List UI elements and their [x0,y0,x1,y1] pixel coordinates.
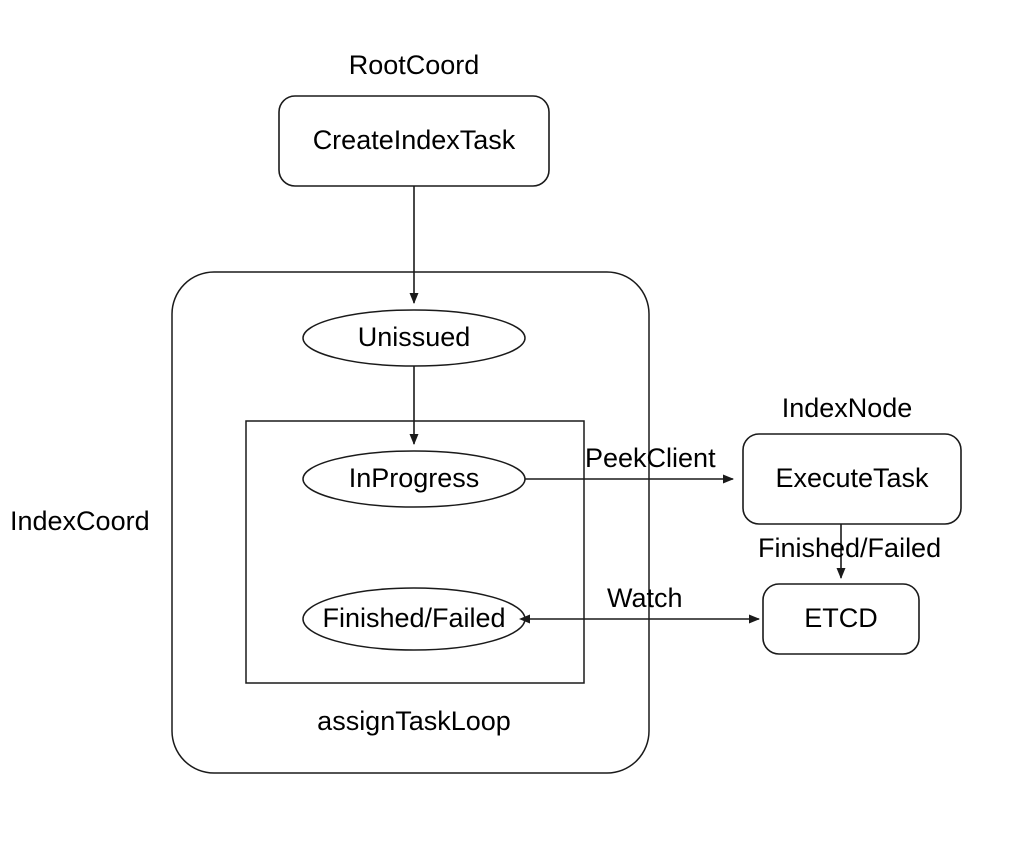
container-assigntaskloop [245,420,585,684]
executetask-box[interactable] [742,433,962,525]
inprogress-label: InProgress [349,463,480,493]
node-createindextask[interactable]: CreateIndexTask [278,95,550,187]
etcd-box[interactable] [762,583,920,655]
unissued-label: Unissued [358,322,471,352]
container-indexcoord [171,271,650,774]
createindextask-label: CreateIndexTask [313,125,516,155]
edge-label-watch: Watch [607,583,683,613]
edge-label-finished-failed: Finished/Failed [758,533,941,563]
node-unissued[interactable]: Unissued [302,309,526,367]
container-label-indexcoord: IndexCoord [10,506,150,536]
executetask-label: ExecuteTask [775,463,929,493]
group-label-rootcoord: RootCoord [349,50,480,80]
node-executetask[interactable]: ExecuteTask [742,433,962,525]
edge-label-peekclient: PeekClient [585,443,716,473]
node-inprogress[interactable]: InProgress [302,450,526,508]
group-label-indexnode: IndexNode [782,393,913,423]
node-finishedfailed[interactable]: Finished/Failed [302,587,526,651]
node-etcd[interactable]: ETCD [762,583,920,655]
container-label-assigntaskloop: assignTaskLoop [317,706,511,736]
etcd-label: ETCD [804,603,878,633]
finishedfailed-label: Finished/Failed [322,603,505,633]
